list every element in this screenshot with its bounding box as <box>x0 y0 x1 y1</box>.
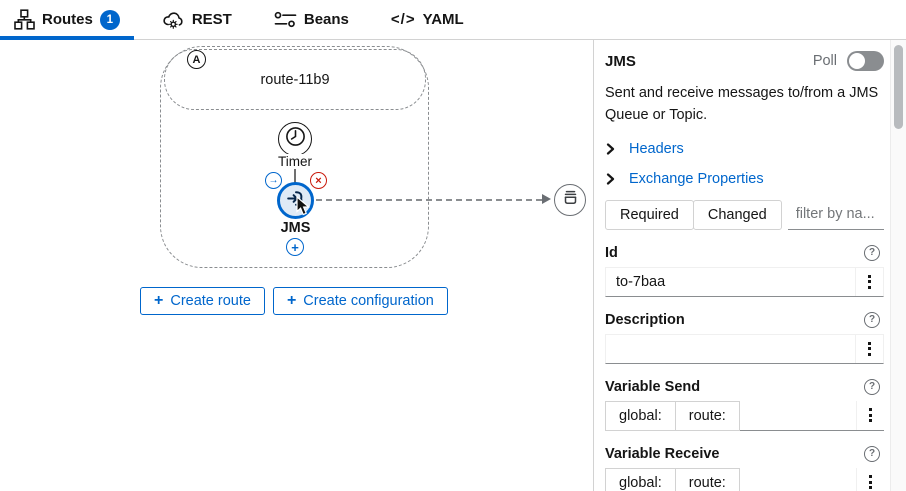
expander-headers[interactable]: Headers <box>605 141 884 157</box>
tab-routes[interactable]: Routes 1 <box>0 0 134 40</box>
tab-label: Routes <box>42 11 93 28</box>
plus-icon: + <box>154 292 164 309</box>
field-label-description: Description <box>605 311 685 328</box>
chevron-right-icon <box>605 142 629 155</box>
queue-lines-icon <box>562 189 579 211</box>
component-description: Sent and receive messages to/from a JMS … <box>605 85 879 123</box>
poll-toggle[interactable] <box>847 51 884 71</box>
id-input[interactable] <box>606 267 855 296</box>
route-canvas[interactable]: route-11b9 A Timer → × JMS + <box>0 40 593 491</box>
field-label-variable-send: Variable Send <box>605 378 701 395</box>
mouse-cursor <box>296 195 312 222</box>
field-input-row: global: route: <box>605 400 884 431</box>
canvas-action-buttons: + Create route + Create configuration <box>140 287 448 315</box>
create-configuration-button[interactable]: + Create configuration <box>272 287 448 315</box>
connector-arrowhead <box>542 194 551 204</box>
clock-icon <box>285 126 306 152</box>
toggle-knob <box>849 53 865 69</box>
help-icon[interactable]: ? <box>864 445 880 462</box>
tab-rest[interactable]: REST <box>148 0 246 39</box>
create-route-button[interactable]: + Create route <box>140 287 265 315</box>
insert-step-icon[interactable]: → <box>265 172 282 189</box>
route-group-container[interactable] <box>160 46 429 268</box>
route-title-box[interactable]: route-11b9 <box>164 49 426 110</box>
tab-label: Beans <box>303 11 349 28</box>
filter-by-name-input[interactable] <box>787 199 884 230</box>
filter-changed-button[interactable]: Changed <box>692 199 782 230</box>
jms-drag-connector <box>316 199 542 201</box>
kebab-menu-button[interactable] <box>855 334 883 363</box>
panel-scrollbar-track[interactable] <box>890 40 906 491</box>
route-prefix-button[interactable]: route: <box>674 400 740 431</box>
field-label-row: Id ? <box>605 244 884 261</box>
chevron-right-icon <box>605 172 629 185</box>
expander-exchange-properties[interactable]: Exchange Properties <box>605 171 884 187</box>
panel-scrollbar-thumb[interactable] <box>894 45 903 129</box>
field-label-row: Variable Receive ? <box>605 445 884 462</box>
description-input[interactable] <box>606 334 855 363</box>
panel-title: JMS <box>605 52 636 70</box>
kebab-menu-button[interactable] <box>856 467 884 491</box>
timer-node-label: Timer <box>260 154 330 169</box>
timer-node[interactable] <box>278 122 312 156</box>
delete-step-icon[interactable]: × <box>310 172 327 189</box>
panel-title-row: JMS Poll <box>605 48 884 74</box>
field-input-row: global: route: <box>605 467 884 491</box>
field-input-row <box>605 333 884 364</box>
global-prefix-button[interactable]: global: <box>605 400 676 431</box>
tab-label: REST <box>191 11 232 28</box>
yaml-code-icon: </> <box>390 11 416 28</box>
filter-bar: Required Changed <box>605 199 884 230</box>
help-icon[interactable]: ? <box>864 244 880 261</box>
config-panel: JMS Poll Sent and receive messages to/fr… <box>593 40 890 491</box>
route-prefix-button[interactable]: route: <box>674 467 740 491</box>
rest-cloud-gear-icon <box>162 10 185 30</box>
field-label-row: Description ? <box>605 311 884 328</box>
field-label-variable-receive: Variable Receive <box>605 445 720 462</box>
routes-icon <box>14 9 35 30</box>
tab-bar: Routes 1 REST Beans </> YAML <box>0 0 906 40</box>
exchange-properties-link[interactable]: Exchange Properties <box>629 170 764 187</box>
filter-required-button[interactable]: Required <box>605 199 694 230</box>
routes-count-badge: 1 <box>99 9 120 30</box>
tab-label: YAML <box>422 11 464 28</box>
append-step-icon[interactable]: + <box>286 238 304 256</box>
create-route-label: Create route <box>170 293 251 309</box>
tab-beans[interactable]: Beans <box>260 0 363 39</box>
headers-link[interactable]: Headers <box>629 140 684 157</box>
kebab-menu-button[interactable] <box>856 400 884 430</box>
tab-yaml[interactable]: </> YAML <box>377 0 478 39</box>
field-label-id: Id <box>605 244 618 261</box>
create-configuration-label: Create configuration <box>303 293 434 309</box>
field-input-row <box>605 266 884 297</box>
drop-target-node[interactable] <box>554 184 586 216</box>
help-icon[interactable]: ? <box>864 378 880 395</box>
variable-receive-input[interactable] <box>739 467 856 491</box>
jms-node-label: JMS <box>280 220 311 236</box>
global-prefix-button[interactable]: global: <box>605 467 676 491</box>
help-icon[interactable]: ? <box>864 311 880 328</box>
kebab-menu-button[interactable] <box>855 267 883 296</box>
poll-label: Poll <box>812 53 837 69</box>
beans-sliders-icon <box>274 11 297 28</box>
variable-send-input[interactable] <box>739 400 856 430</box>
route-group-badge: A <box>187 50 206 69</box>
field-label-row: Variable Send ? <box>605 378 884 395</box>
plus-icon: + <box>286 292 297 309</box>
route-title: route-11b9 <box>260 71 330 88</box>
